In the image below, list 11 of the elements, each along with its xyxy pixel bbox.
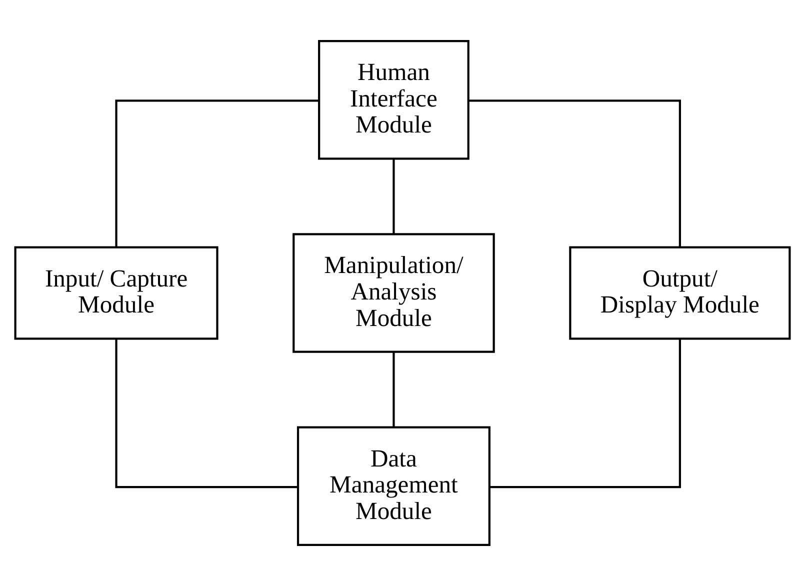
- connector: [392, 158, 395, 234]
- node-box: Manipulation/ Analysis Module: [292, 232, 495, 352]
- node-box: Data Management Module: [296, 426, 490, 546]
- connector: [115, 99, 319, 246]
- connector: [392, 352, 395, 426]
- node-box: Output/ Display Module: [569, 246, 791, 340]
- node-box: Input/ Capture Module: [14, 246, 218, 340]
- connector: [115, 338, 298, 488]
- connector: [490, 338, 681, 488]
- node-box: Human Interface Module: [318, 39, 470, 160]
- connector: [468, 99, 681, 246]
